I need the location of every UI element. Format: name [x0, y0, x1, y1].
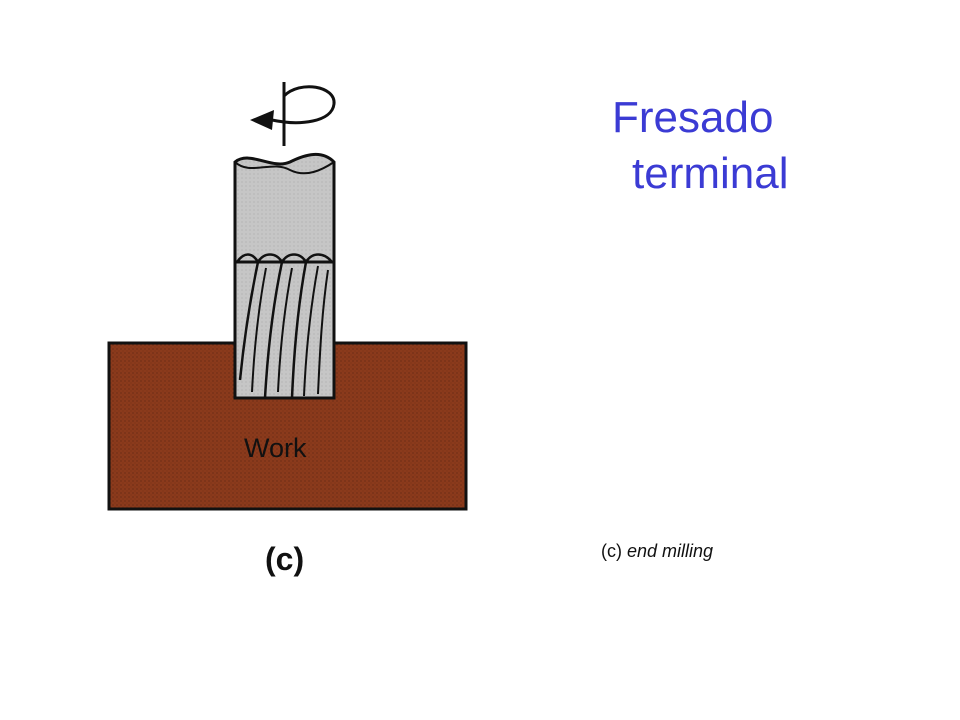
- caption: (c) end milling: [601, 541, 713, 562]
- title-line-2: terminal: [632, 149, 789, 198]
- rotation-arrow-icon: [250, 82, 336, 146]
- work-label: Work: [244, 433, 307, 463]
- caption-prefix: (c): [601, 541, 622, 561]
- title-line-1: Fresado: [612, 93, 774, 142]
- end-mill-tool: [233, 153, 336, 400]
- caption-text: end milling: [627, 541, 714, 561]
- panel-label: (c): [265, 541, 304, 577]
